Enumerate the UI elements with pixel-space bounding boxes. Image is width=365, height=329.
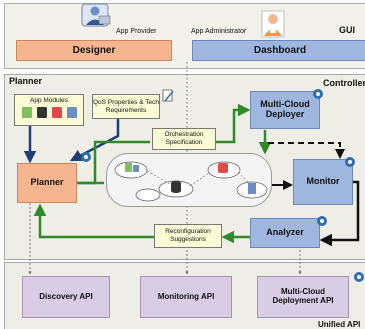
deployer-box[interactable]: Multi-Cloud Deployer <box>250 91 320 129</box>
module-chart-icon <box>21 107 32 118</box>
dashboard-box[interactable]: Dashboard <box>192 40 365 61</box>
app-provider-label: App Provider <box>116 28 157 35</box>
planner-box[interactable]: Planner <box>17 163 77 203</box>
cloud-links <box>146 170 251 187</box>
app-modules-label: App Modules <box>30 97 68 104</box>
discovery-api-box[interactable]: Discovery API <box>22 276 110 318</box>
monitor-box[interactable]: Monitor <box>293 159 353 205</box>
cloud-icon-3 <box>207 161 241 179</box>
reconfiguration-note: Reconfiguration Suggestions <box>154 224 222 248</box>
gui-people-layer <box>81 3 285 38</box>
arrow-orchestration-to-deployer <box>216 103 251 144</box>
arrow-monitor-to-analyzer <box>319 180 360 247</box>
person-administrator-icon <box>261 10 285 38</box>
designer-box[interactable]: Designer <box>16 40 172 61</box>
analyzer-box[interactable]: Analyzer <box>250 218 320 248</box>
arrow-qos-to-planner <box>69 119 120 162</box>
module-document-icon <box>66 107 77 118</box>
arrow-dashed-to-monitor <box>268 142 345 159</box>
cloud-icon-4 <box>236 181 268 199</box>
person-provider-icon <box>81 3 111 27</box>
monitoring-api-box[interactable]: Monitoring API <box>140 276 232 318</box>
unified-api-label: Unified API <box>318 320 361 329</box>
qos-note: QoS Properties & Tech Requirements <box>92 94 160 119</box>
app-modules-icons <box>15 104 83 118</box>
app-administrator-label: App Administrator <box>191 28 247 35</box>
orchestration-note: Orchestration Specification <box>152 128 216 150</box>
controller-section-label: Controller <box>323 78 365 88</box>
module-pdf-icon <box>51 107 62 118</box>
deployment-api-box[interactable]: Multi-Cloud Deployment API <box>257 276 349 318</box>
arrow-reconfiguration-to-planner <box>33 203 154 239</box>
cloud-icon-1 <box>114 161 148 179</box>
gui-label: GUI <box>339 25 356 35</box>
app-modules-card: App Modules <box>14 94 84 126</box>
module-database-icon <box>36 107 47 118</box>
gear-icon <box>81 89 364 282</box>
planner-section-label: Planner <box>9 76 43 86</box>
cloud-icon-5 <box>135 188 161 202</box>
edit-document-icon <box>162 89 174 102</box>
cloud-icon-2 <box>158 180 194 198</box>
